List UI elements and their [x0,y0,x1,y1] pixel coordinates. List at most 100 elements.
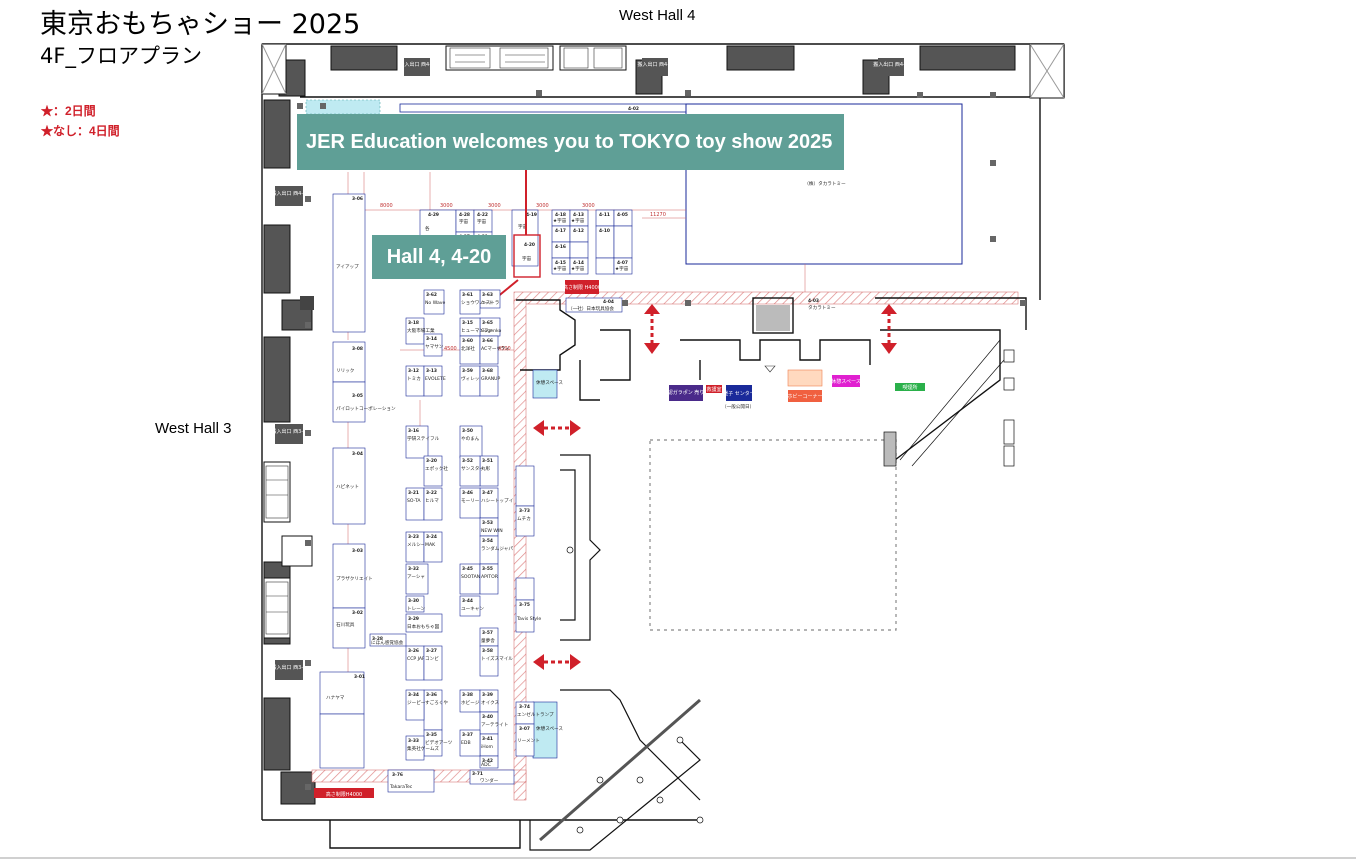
booth-3-28 [369,633,407,647]
booth-3-24-id: 3-24 [426,534,437,540]
booth-3-27 [423,645,443,681]
height-limit-top: 高さ制限 H4000 [563,284,601,291]
booth-3-34-name: ジーピー [407,700,426,706]
booth-3-20 [423,455,443,487]
booth-3-66-id: 3-66 [482,338,493,344]
booth-3-41-name: iHom [481,744,494,750]
booth-3-29 [405,613,443,633]
booth-3-46-name: モーリー [461,498,480,504]
booth-3-08-name: パイロットコーポレーション [336,405,396,412]
booth-3-07: 3-06 [352,196,363,202]
booth-3-03: 3-02 [352,610,363,616]
booth-4-14: 4-14 [573,260,584,266]
entrance-3b: 搬入出口 西3-B [271,664,307,671]
booth-3-55-name: APITOR [481,574,499,580]
facility-info-center: 迷子 センター [723,390,755,397]
booth-3-58-name: トイズスマイル [481,655,513,662]
booth-3-24-name: MAK [425,542,436,548]
booth-3-40-id: 3-40 [482,714,493,720]
booth-3-41-id: 3-41 [482,736,493,742]
hall3-wall-labels: 3-06 アイアップ 3-08 リリック 3-05 パイロットコーポレーション … [326,196,396,701]
booth-4-28-name: 宇宙 [459,218,469,225]
booth-3-54-name: ランダムジャパ [481,545,513,552]
booth-4-19-name: 宇宙 [518,223,528,230]
booth-3-50-id: 3-50 [462,428,473,434]
booth-3-26-id: 3-26 [408,648,419,654]
entrance-4c: 搬入出口 西4-C [637,61,673,68]
booth-3-66 [479,335,499,365]
booth-3-13-name: EVOLETE [425,376,446,382]
left-bays [263,99,316,805]
booth-3-16-name: 学研ステイフル [407,435,440,442]
height-limit-bottom: 高さ制限H4000 [326,791,363,798]
booth-3-52-id: 3-52 [462,458,473,464]
facility-lounge: 休憩スペース [831,378,860,385]
booth-3-44-name: ユーキャン [461,606,484,612]
booth-4-15: 4-15 [555,260,566,266]
booth-4-20-name: 宇宙 [522,255,532,262]
booth-3-74: 3-07 [519,726,530,732]
page-bottom-rule [0,857,1356,859]
svg-text:11270: 11270 [650,212,666,218]
facility-smoking: 喫煙所 [902,384,917,391]
booth-3-32-name: アーシャ [407,574,425,580]
booth-3-73-name: Tavis Style [516,616,541,622]
booth-3-36-name: すごろくや [425,699,448,706]
booth-3-40-name: アーテライト [481,722,508,728]
entrance-4r: 搬入出口 西4-R [399,61,435,68]
booth-3-06: 3-08 [352,346,363,352]
booth-3-14-name: ヤマサン [425,344,444,350]
legend-four-day: ★なし：4日間 [41,124,120,138]
booth-3-37-name: EDB [461,740,471,746]
booth-3-29-name: 日本おもちゃ図 [407,623,440,630]
booth-3-18-name: 大阪市場工業 [407,327,435,334]
booth-3-51-name: 丸彰 [481,465,491,472]
entrance-4d: 搬入出口 西4-D [873,61,909,68]
booth-4-28: 4-28 [459,212,470,218]
booth-3-68-name: GRANUP [481,376,501,382]
booth-4-07: 4-07 [617,260,628,266]
booth-3-14 [423,333,443,357]
svg-text:3000: 3000 [440,203,453,209]
booth-3-61-name: ショウワノート [461,299,493,306]
booth-4-22: 4-22 [477,212,488,218]
booth-3-44 [459,595,481,617]
rest-area-lower: 休憩スペース [536,725,563,732]
booth-3-23-name: メルシー [407,543,426,548]
right-diagonal-ramp [883,339,1015,467]
booth-3-47-name: ハシートップイ [481,498,513,504]
booth-4-18-name: ★宇宙 [553,217,567,224]
booth-4-10: 4-10 [599,228,610,234]
booth-3-22-id: 3-22 [426,490,437,496]
booth-3-65-name: Gogenko [481,328,502,334]
booth-3-68-id: 3-68 [482,368,493,374]
right-hall-structure [529,439,897,851]
booth-3-35-name: ビデオアーツ [425,739,453,746]
booth-3-33-id: 3-33 [408,738,419,744]
booth-3-58 [479,645,499,677]
booth-4-29: 4-29 [428,212,439,218]
booth-3-34-id: 3-34 [408,692,419,698]
booth-3-33 [405,735,425,761]
booth-4-29-name: 各 [425,225,430,232]
booth-3-50-name: やのまん [461,435,480,442]
booth-3-05-name: ハピネット [336,484,359,490]
booth-3-60-name: 北洋社 [461,345,475,352]
welcome-banner: JER Education welcomes you to TOKYO toy … [297,114,844,170]
booth-4-03: 4-03 [808,298,819,304]
booth-4-04-name: （一社）日本玩具協会 [568,305,614,312]
booth-4-14-name: ★宇宙 [571,265,585,272]
booth-4-07-name: ★宇宙 [615,265,629,272]
booth-3-24 [423,531,443,563]
booth-3-65-id: 3-65 [482,320,493,326]
takaratomy-area: （株）タカラトミー 4-02 [399,103,963,265]
hall-label-west-4: West Hall 4 [619,7,696,24]
booth-3-07-name: アイアップ [336,264,359,270]
booth-3-27-id: 3-27 [426,648,437,654]
corridor-booths [515,465,535,757]
entrance-3a: 搬入出口 西3-A [272,428,308,435]
booth-3-75: 3-74 [519,704,530,710]
booth-3-39-id: 3-39 [482,692,493,698]
booth-3-21-id: 3-21 [408,490,419,496]
